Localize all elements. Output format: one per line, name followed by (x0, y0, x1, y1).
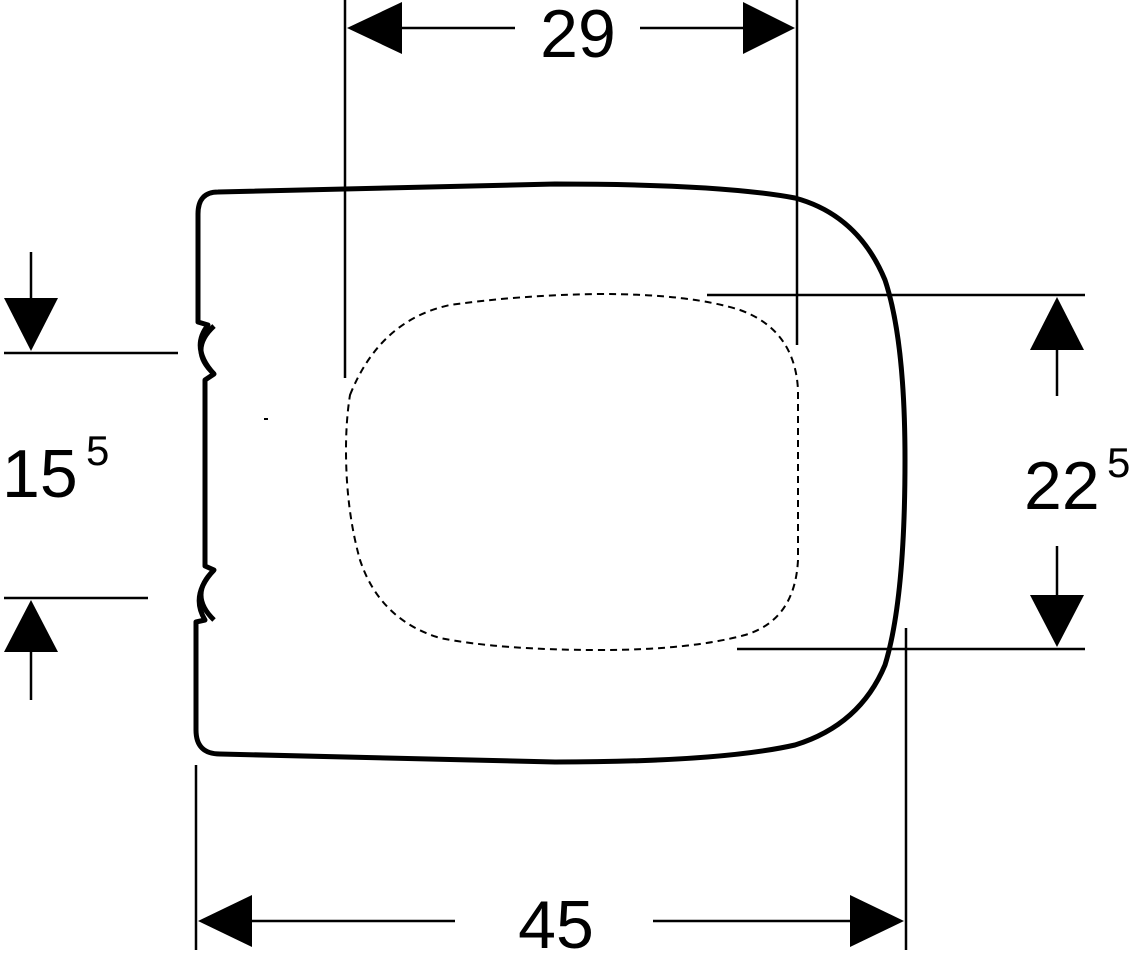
seat-outline (193, 181, 908, 765)
right-arrow-top (1030, 297, 1084, 350)
seat-opening-dashed (344, 292, 799, 652)
right-arrow-bottom (1030, 595, 1084, 647)
top-arrow-left (347, 2, 402, 54)
left-arrow-bottom (4, 600, 58, 652)
hinge-notch-bottom (198, 568, 216, 622)
right-dimension-label: 22 (1024, 448, 1100, 524)
dot-mark (264, 418, 268, 420)
top-arrow-right (743, 2, 795, 54)
bottom-dimension-label: 45 (518, 887, 594, 960)
bottom-arrow-right (850, 895, 904, 947)
left-dimension-label: 15 (2, 436, 78, 512)
bottom-arrow-left (198, 895, 252, 947)
top-dimension-label: 29 (540, 0, 616, 72)
hinge-notch-top (198, 324, 216, 376)
right-dimension-superscript: 5 (1107, 439, 1130, 486)
left-dimension-superscript: 5 (86, 427, 109, 474)
left-arrow-top (4, 298, 58, 351)
